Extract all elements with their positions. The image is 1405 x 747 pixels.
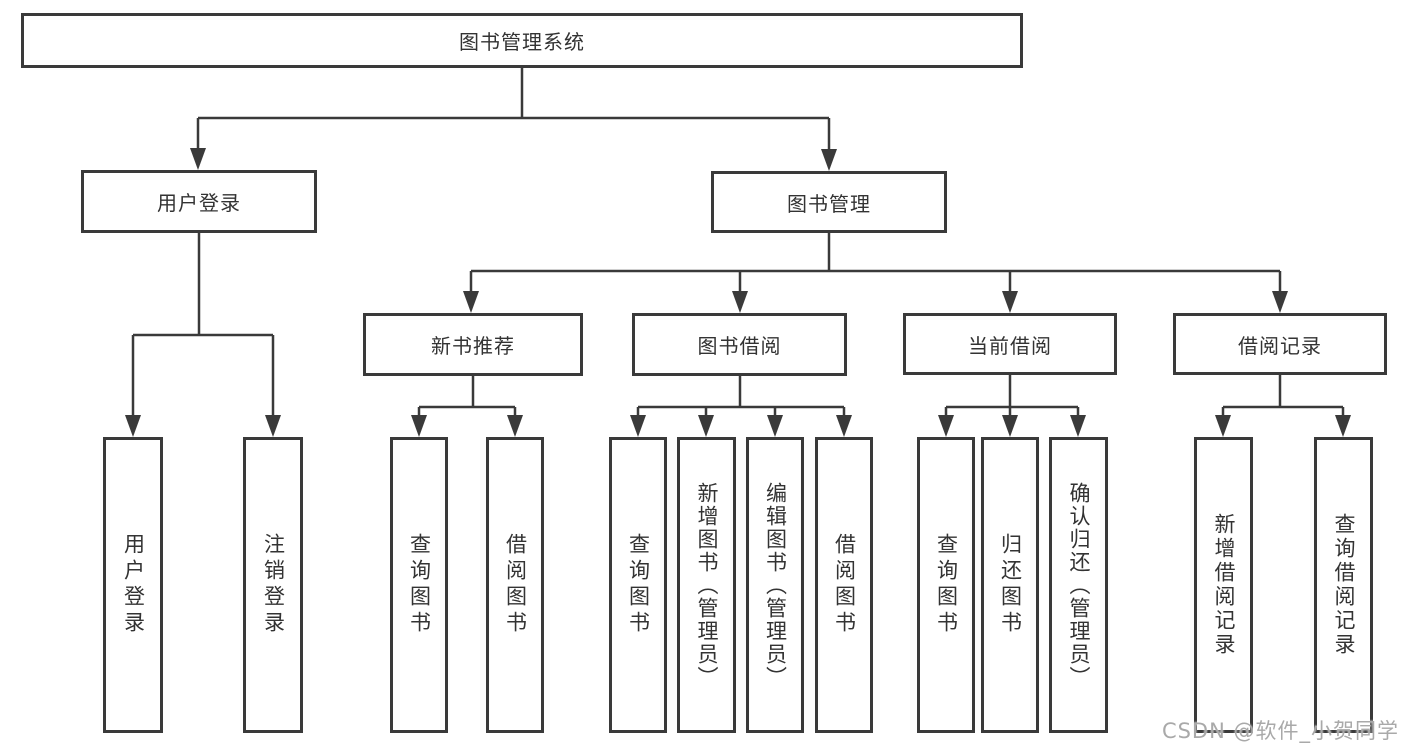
leaf-query-borrow-record: 查询借阅记录 <box>1314 437 1373 733</box>
leaf-return-book: 归还图书 <box>981 437 1039 733</box>
node-library-system: 图书管理系统 <box>21 13 1023 68</box>
node-new-book-recommend: 新书推荐 <box>363 313 583 376</box>
leaf-user-login: 用户登录 <box>103 437 163 733</box>
node-current-borrow: 当前借阅 <box>903 313 1117 375</box>
leaf-edit-book-admin: 编辑图书（管理员） <box>746 437 804 733</box>
node-book-management: 图书管理 <box>711 171 947 233</box>
arrowheads <box>125 148 1351 437</box>
leaf-borrow-books: 借阅图书 <box>486 437 544 733</box>
leaf-borrow-books: 借阅图书 <box>815 437 873 733</box>
leaf-confirm-return-admin: 确认归还（管理员） <box>1049 437 1108 733</box>
node-user-login: 用户登录 <box>81 170 317 233</box>
leaf-add-borrow-record: 新增借阅记录 <box>1194 437 1253 733</box>
leaf-logout: 注销登录 <box>243 437 303 733</box>
leaf-query-books: 查询图书 <box>917 437 975 733</box>
leaf-add-book-admin: 新增图书（管理员） <box>677 437 736 733</box>
leaf-query-books: 查询图书 <box>390 437 448 733</box>
leaf-query-books: 查询图书 <box>609 437 667 733</box>
node-borrow-records: 借阅记录 <box>1173 313 1387 375</box>
csdn-watermark: CSDN @软件_小贺同学 <box>1161 719 1399 743</box>
node-book-borrow: 图书借阅 <box>632 313 847 376</box>
